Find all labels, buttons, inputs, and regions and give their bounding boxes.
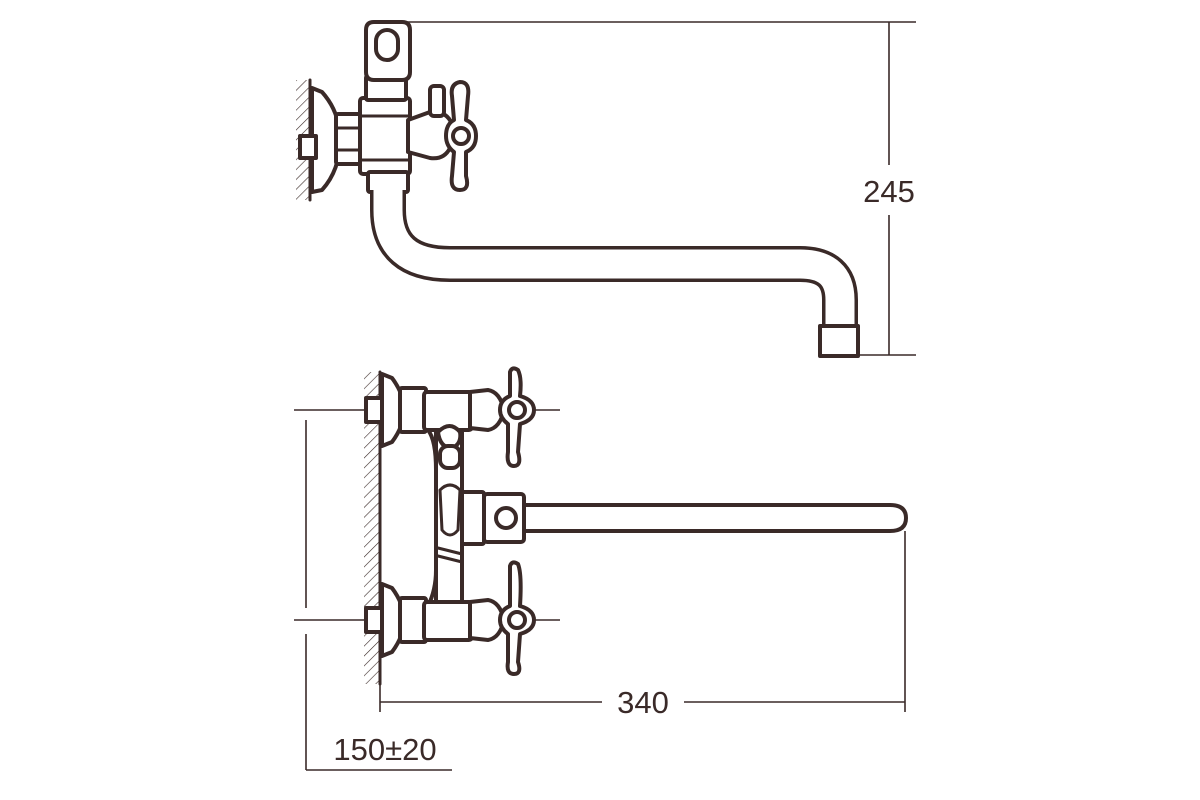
lower-valve-body (422, 600, 474, 642)
top-view: 340 150±20 (294, 366, 908, 771)
side-view: 245 (296, 20, 916, 358)
side-spout-inner (373, 190, 855, 328)
top-spout-tube (522, 503, 908, 533)
side-aerator (818, 324, 860, 358)
spout-swivel-upper (460, 490, 486, 546)
side-valve-body (358, 96, 412, 176)
center-distance-dimension: 150±20 (333, 732, 436, 767)
length-dimension: 340 (617, 685, 669, 720)
height-dimension: 245 (863, 174, 915, 209)
side-outlet-nut (366, 170, 410, 194)
